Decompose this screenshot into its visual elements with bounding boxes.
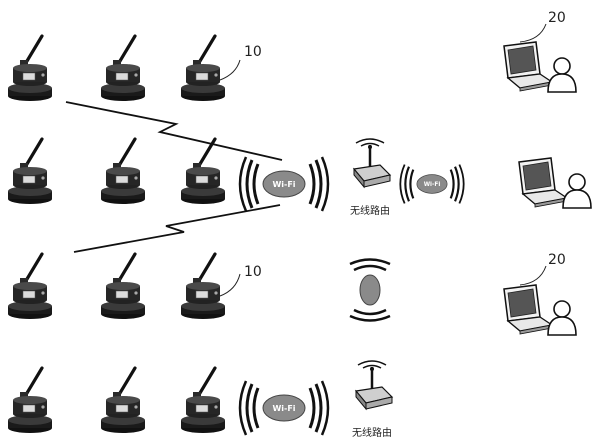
wireless-sensor-icon	[99, 34, 147, 103]
lightning-link-icon	[65, 101, 283, 161]
wifi-signal-icon: Wi-Fi	[238, 379, 330, 437]
sensor-row-2	[6, 137, 227, 206]
wireless-sensor-icon	[6, 252, 54, 321]
sensor-row-1	[6, 34, 227, 103]
leader-line	[519, 265, 547, 286]
wireless-sensor-icon	[179, 137, 227, 206]
terminal-low	[503, 284, 577, 336]
wireless-sensor-icon	[179, 34, 227, 103]
terminal-ref-label: 20	[548, 10, 566, 26]
laptop-icon	[503, 41, 577, 93]
terminal-ref-label: 20	[548, 252, 566, 268]
wifi-label: Wi-Fi	[272, 180, 295, 189]
router-label-top: 无线路由	[350, 204, 390, 217]
sensor-ref-label: 10	[244, 44, 262, 60]
wireless-sensor-icon	[99, 137, 147, 206]
sensor-row-4	[6, 366, 227, 435]
leader-line	[519, 23, 547, 43]
wireless-sensor-icon	[6, 34, 54, 103]
wireless-sensor-icon	[6, 366, 54, 435]
wifi-label: Wi-Fi	[272, 404, 295, 413]
wireless-sensor-icon	[179, 366, 227, 435]
sensor-ref-label: 10	[244, 264, 262, 280]
wireless-sensor-icon	[179, 252, 227, 321]
terminal-top	[503, 41, 577, 93]
router-label-bottom: 无线路由	[352, 426, 392, 439]
sensor-row-3	[6, 252, 227, 321]
wireless-sensor-icon	[6, 137, 54, 206]
wifi-label: Wi-Fi	[424, 182, 441, 188]
wifi-signal-icon: Wi-Fi	[399, 163, 465, 205]
wireless-router-icon	[352, 137, 392, 189]
terminal-mid	[518, 157, 592, 209]
laptop-icon	[518, 157, 592, 209]
lightning-link-icon	[73, 204, 281, 253]
wifi-signal-icon	[348, 258, 392, 322]
leader-line	[219, 59, 241, 81]
wireless-router-icon	[354, 359, 394, 411]
wireless-sensor-icon	[99, 252, 147, 321]
wireless-sensor-icon	[99, 366, 147, 435]
laptop-icon	[503, 284, 577, 336]
wifi-signal-icon: Wi-Fi	[238, 155, 330, 213]
leader-line	[219, 273, 241, 297]
